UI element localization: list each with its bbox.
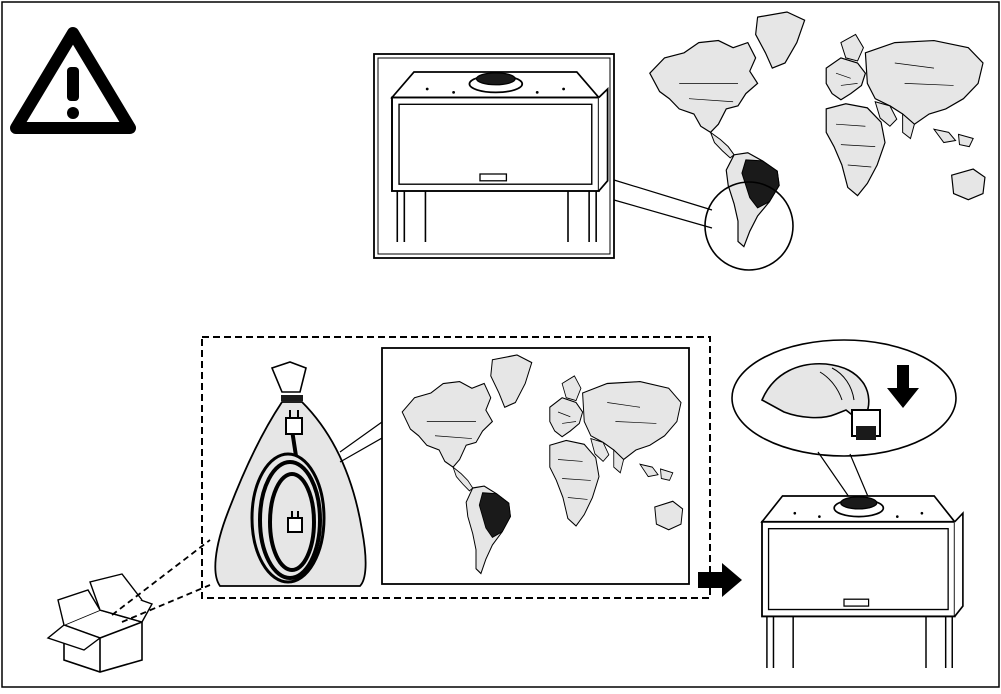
power-plug-icon: [852, 410, 880, 440]
plug-insertion-callout: [732, 340, 956, 456]
world-map-panel-middle: [382, 348, 689, 584]
appliance-panel-top: [374, 54, 614, 258]
cardboard-box-icon: [48, 574, 152, 672]
callout-lines-top: [614, 180, 712, 228]
packaging-bag: [215, 362, 365, 586]
appliance-illustration-bottom: [762, 496, 963, 668]
callout-lines-middle: [340, 422, 382, 462]
world-map-top: [650, 12, 985, 247]
right-arrow-icon: [698, 563, 742, 597]
warning-triangle-icon: [16, 33, 130, 128]
